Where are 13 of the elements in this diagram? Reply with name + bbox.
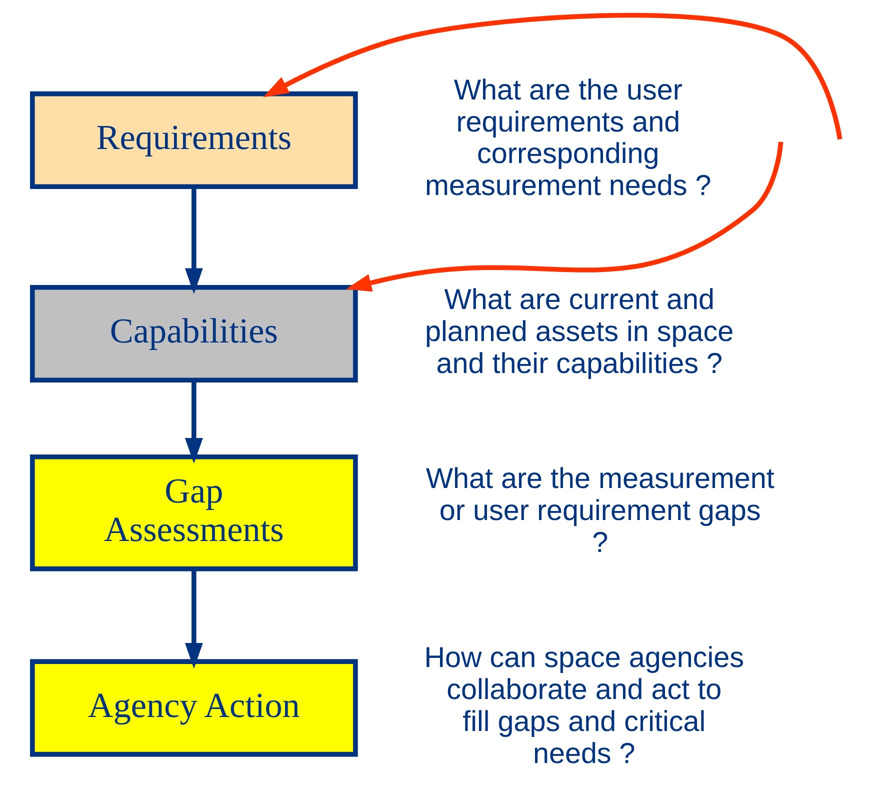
- arrow: [184, 568, 203, 669]
- node-label: How can space agencies collaborate and act to fill gaps and critical needs ?: [424, 642, 744, 770]
- arrow: [184, 186, 203, 294]
- arrow: [346, 142, 784, 292]
- node-box: Requirements: [30, 91, 358, 189]
- node-box: Gap Assessments: [30, 454, 358, 572]
- node-box: Agency Action: [30, 659, 358, 757]
- node-label: What are the user requirements and corresponding measurement needs ?: [425, 74, 712, 202]
- arrow: [184, 380, 203, 464]
- arrow: [263, 12, 842, 140]
- node-label: What are current and planned assets in space and their capabilities ?: [425, 284, 734, 380]
- node-label: What are the measurement or user requirement gaps ?: [426, 462, 774, 559]
- node-box: Capabilities: [30, 284, 358, 382]
